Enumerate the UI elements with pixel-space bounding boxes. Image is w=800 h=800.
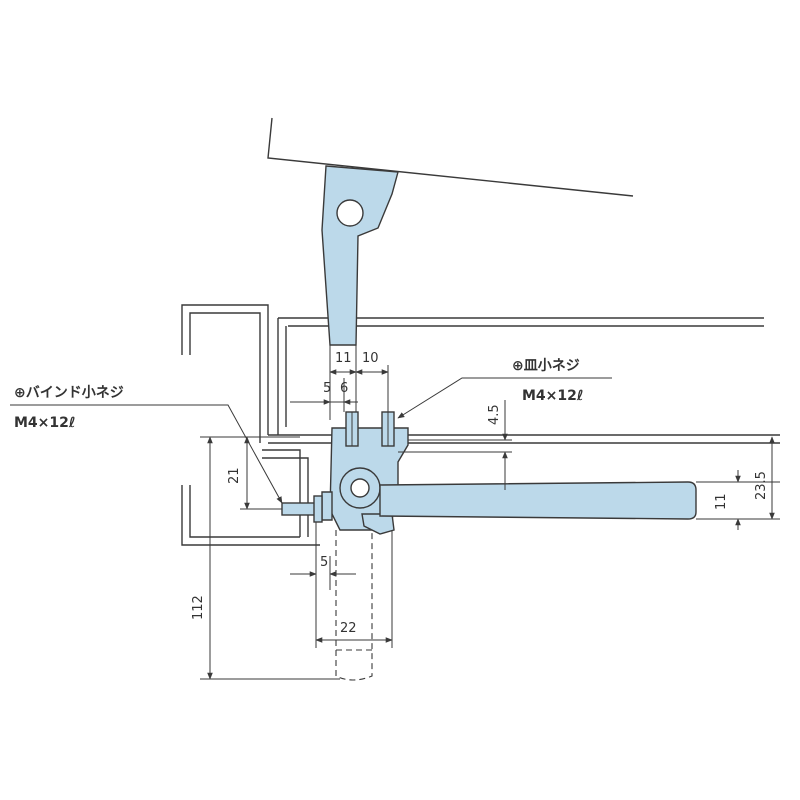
mounting-bracket	[321, 427, 409, 535]
dim-11-right: 11	[714, 493, 729, 510]
pivot-hole-upper	[336, 199, 364, 227]
flat-head-screw-right	[381, 411, 395, 447]
dim-5-bottom: 5	[320, 555, 328, 570]
stay-upper-arm	[321, 165, 399, 346]
callout-leaders	[10, 377, 612, 504]
stay-horizontal-bar	[379, 481, 697, 520]
flat-screw-label: ⊕皿小ネジ	[512, 358, 580, 374]
dim-112: 112	[191, 595, 206, 620]
lid-panel	[267, 117, 634, 197]
pivot-hole-lower	[350, 478, 370, 498]
hidden-lower-arm	[335, 530, 373, 681]
dim-4-5: 4.5	[487, 404, 502, 425]
flat-head-screw-left	[345, 411, 359, 447]
dim-23-5: 23.5	[754, 471, 769, 500]
flat-screw-spec: M4×12ℓ	[522, 388, 584, 404]
extension-lines	[200, 345, 780, 680]
binding-screw-label: ⊕バインド小ネジ	[14, 385, 124, 401]
binding-screw-spec: M4×12ℓ	[14, 415, 76, 431]
dim-5-top: 5	[323, 381, 331, 396]
dim-21: 21	[227, 467, 242, 484]
dim-6-top: 6	[340, 381, 348, 396]
dimension-lines	[207, 369, 775, 680]
dim-22: 22	[340, 621, 357, 636]
binding-screw	[281, 495, 323, 523]
dim-10-top: 10	[362, 351, 379, 366]
dim-11-top: 11	[335, 351, 352, 366]
